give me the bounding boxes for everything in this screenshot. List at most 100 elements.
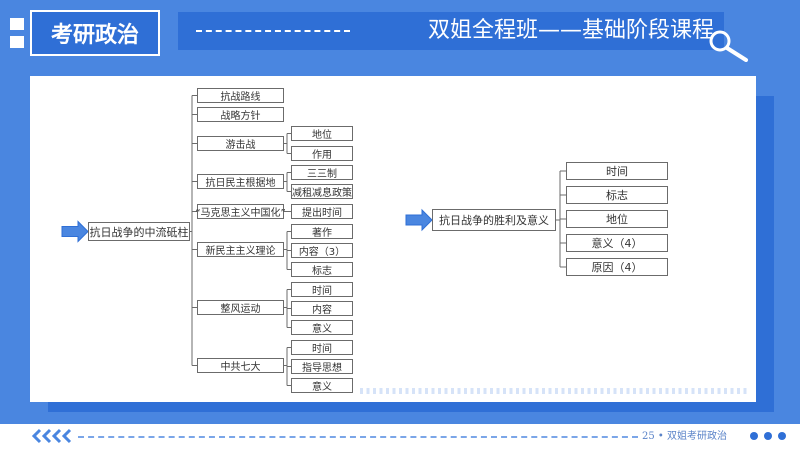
left-branch-node: 整风运动 xyxy=(197,300,284,315)
left-leaf-node: 减租减息政策 xyxy=(291,184,353,199)
right-root-node: 抗日战争的胜利及意义 xyxy=(432,209,556,231)
dot-mark xyxy=(535,388,539,394)
card-shadow xyxy=(756,96,774,412)
dot-mark xyxy=(418,388,422,394)
dot-mark xyxy=(743,388,747,394)
dot-mark xyxy=(581,388,584,394)
left-branch-node: 游击战 xyxy=(197,136,284,151)
dot-mark xyxy=(574,388,578,394)
right-leaf-node: 原因（4） xyxy=(566,258,668,276)
right-arrow-icon xyxy=(405,208,433,232)
dot-mark xyxy=(652,388,656,394)
dot-mark xyxy=(379,388,383,394)
dot-mark xyxy=(698,388,701,394)
dot-mark xyxy=(704,388,708,394)
dot-mark xyxy=(542,388,545,394)
left-leaf-node: 内容 xyxy=(291,301,353,316)
dot-mark xyxy=(444,388,448,394)
dot-mark xyxy=(522,388,526,394)
dot-mark xyxy=(724,388,727,394)
footer-page-label: 25 • 双姐考研政治 xyxy=(642,431,727,442)
left-leaf-node: 标志 xyxy=(291,262,353,277)
dot-mark xyxy=(405,388,409,394)
left-arrow-icon xyxy=(61,220,89,243)
chevrons-icon xyxy=(31,428,72,444)
dot-mark xyxy=(490,388,493,394)
dot-mark xyxy=(639,388,643,394)
dot-mark xyxy=(373,388,376,394)
dot-mark xyxy=(691,388,695,394)
dot-mark xyxy=(392,388,396,394)
dot-mark xyxy=(561,388,565,394)
right-leaf-node: 时间 xyxy=(566,162,668,180)
left-branch-node: 抗战路线 xyxy=(197,88,284,103)
dot-mark xyxy=(626,388,630,394)
right-leaf-node: 意义（4） xyxy=(566,234,668,252)
dot-mark xyxy=(548,388,552,394)
dot-mark xyxy=(366,388,370,394)
decorative-dot-strip xyxy=(360,388,747,394)
footer-dash-line xyxy=(78,436,638,438)
dot-mark xyxy=(412,388,415,394)
dot-mark xyxy=(730,388,734,394)
left-leaf-node: 意义 xyxy=(291,378,353,393)
left-leaf-node: 时间 xyxy=(291,282,353,297)
dot-mark xyxy=(360,388,363,394)
left-leaf-node: 内容（3） xyxy=(291,243,353,258)
left-leaf-node: 提出时间 xyxy=(291,204,353,219)
dot-mark xyxy=(464,388,467,394)
dot-mark xyxy=(496,388,500,394)
card-shadow-bottom xyxy=(48,402,774,412)
left-root-node: 抗日战争的中流砥柱 xyxy=(88,222,190,241)
left-leaf-node: 三三制 xyxy=(291,165,353,180)
left-branch-node: “马克思主义中国化” xyxy=(195,204,286,219)
dot-mark xyxy=(594,388,597,394)
dot-mark xyxy=(678,388,682,394)
dot-mark xyxy=(665,388,669,394)
right-leaf-node: 地位 xyxy=(566,210,668,228)
dot-mark xyxy=(737,388,740,394)
left-leaf-node: 地位 xyxy=(291,126,353,141)
left-branch-node: 抗日民主根据地 xyxy=(197,174,284,189)
dot-mark xyxy=(717,388,721,394)
dot-mark xyxy=(587,388,591,394)
dot-mark xyxy=(425,388,428,394)
dot-mark xyxy=(386,388,389,394)
dot-mark xyxy=(672,388,675,394)
dots-icon xyxy=(750,432,786,440)
dot-mark xyxy=(457,388,461,394)
dot-mark xyxy=(711,388,714,394)
dot-mark xyxy=(568,388,571,394)
dot-mark xyxy=(620,388,623,394)
left-leaf-node: 意义 xyxy=(291,320,353,335)
right-leaf-node: 标志 xyxy=(566,186,668,204)
left-leaf-node: 指导思想 xyxy=(291,359,353,374)
left-branch-node: 中共七大 xyxy=(197,358,284,373)
dot-mark xyxy=(438,388,441,394)
page-title: 双姐全程班——基础阶段课程 xyxy=(427,18,714,43)
left-leaf-node: 著作 xyxy=(291,224,353,239)
dot-mark xyxy=(529,388,532,394)
dot-mark xyxy=(633,388,636,394)
dot-mark xyxy=(685,388,688,394)
magnifier-icon xyxy=(709,30,748,62)
dot-mark xyxy=(613,388,617,394)
dot-mark xyxy=(607,388,610,394)
dot-mark xyxy=(477,388,480,394)
dot-mark xyxy=(399,388,402,394)
dot-mark xyxy=(509,388,513,394)
brand-logo: 考研政治 xyxy=(30,10,160,56)
dot-mark xyxy=(516,388,519,394)
left-leaf-node: 作用 xyxy=(291,146,353,161)
title-dash-line xyxy=(196,30,350,32)
logo-decoration xyxy=(10,18,24,48)
brand-text: 考研政治 xyxy=(50,23,139,48)
left-branch-node: 战略方针 xyxy=(197,107,284,122)
dot-mark xyxy=(600,388,604,394)
dot-mark xyxy=(451,388,454,394)
dot-mark xyxy=(470,388,474,394)
left-leaf-node: 时间 xyxy=(291,340,353,355)
dot-mark xyxy=(431,388,435,394)
dot-mark xyxy=(646,388,649,394)
